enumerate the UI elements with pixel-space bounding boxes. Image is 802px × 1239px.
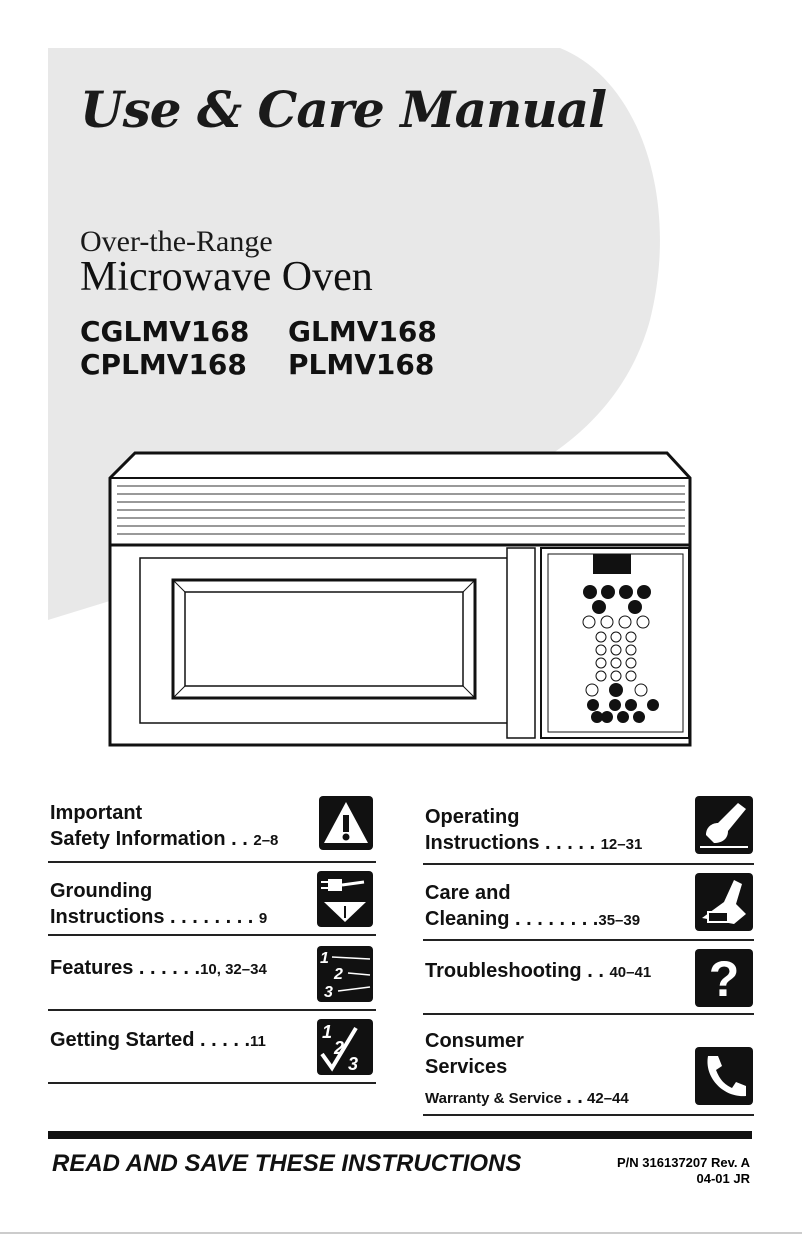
finger-touch-icon [694,795,754,860]
plug-grounding-icon [316,870,374,933]
toc-page-number: 12–31 [600,836,643,853]
toc-page-number: 2–8 [253,832,279,849]
divider [423,939,754,941]
product-name: Microwave Oven [80,254,373,300]
svg-text:3: 3 [348,1054,358,1074]
toc-entry-consumer-services[interactable]: Consumer Services Warranty & Service . .… [425,1028,695,1110]
divider [48,934,376,936]
divider [48,1009,376,1011]
toc-dots: . . . . . . . . [164,906,254,928]
toc-entry-operating[interactable]: Operating Instructions . . . . . 12–31 [425,804,695,858]
model-number: PLMV168 [288,348,435,381]
toc-entry-label: Troubleshooting [425,960,582,982]
save-instructions-notice: READ AND SAVE THESE INSTRUCTIONS [52,1150,522,1177]
toc-entry-label: Cleaning [425,908,510,930]
toc-entry-grounding[interactable]: Grounding Instructions . . . . . . . . 9 [50,878,310,932]
toc-page-number: 9 [258,910,268,927]
model-number: GLMV168 [288,315,437,348]
toc-page-number: 35–39 [598,912,641,929]
toc-page-number: 10, 32–34 [200,961,267,978]
toc-entry-features[interactable]: Features . . . . . .10, 32–34 [50,955,320,983]
telephone-icon [694,1046,754,1111]
divider [423,863,754,865]
toc-dots: . . [225,828,248,850]
question-icon: ? [694,948,754,1013]
toc-entry-label: Features [50,957,134,979]
svg-text:3: 3 [324,984,333,1001]
cleaning-hand-icon [694,872,754,937]
svg-text:1: 1 [320,950,329,967]
toc-dots: . . [566,1086,583,1108]
toc-dots: . . . . . [194,1029,251,1051]
toc-entry-care-cleaning[interactable]: Care and Cleaning . . . . . . . .35–39 [425,880,695,934]
toc-entry-label: Instructions [425,832,540,854]
toc-entry-label: Instructions [50,906,165,928]
toc-entry-label: Services [425,1056,508,1078]
toc-dots: . . [587,960,604,982]
model-number: CPLMV168 [80,348,247,381]
manual-title: Use & Care Manual [80,80,607,139]
toc-entry-line1: Care and [425,882,511,904]
toc-entry-sublabel: Warranty & Service [425,1090,563,1107]
model-number: CGLMV168 [80,315,250,348]
divider [423,1114,754,1116]
divider [48,861,376,863]
divider [423,1013,754,1015]
part-number: P/N 316137207 Rev. A [617,1155,750,1170]
svg-text:2: 2 [333,1038,344,1058]
date-code: 04-01 JR [696,1171,750,1186]
toc-entry-label: Getting Started [50,1029,195,1051]
svg-text:1: 1 [322,1022,332,1042]
toc-page-number: 40–41 [609,964,652,981]
footer-bar [48,1131,752,1139]
toc-entry-getting-started[interactable]: Getting Started . . . . .11 [50,1027,320,1055]
microwave-illustration [105,450,695,755]
page-edge [0,1232,802,1234]
svg-text:?: ? [709,951,740,1007]
toc-page-number: 42–44 [587,1090,629,1107]
product-subtitle: Over-the-Range [80,225,273,258]
toc-dots: . . . . . . [133,957,201,979]
divider [48,1082,376,1084]
toc-entry-line1: Grounding [50,880,153,902]
toc-entry-safety[interactable]: Important Safety Information . . 2–8 [50,800,310,854]
toc-dots: . . . . . [545,832,596,854]
svg-text:2: 2 [333,966,343,983]
toc-page-number: 11 [250,1033,266,1050]
warning-icon [318,795,374,856]
toc-entry-line1: Operating [425,806,520,828]
toc-entry-label: Safety Information [50,828,226,850]
toc-dots: . . . . . . . . [515,908,599,930]
toc-entry-line1: Consumer [425,1030,524,1052]
toc-entry-troubleshooting[interactable]: Troubleshooting . . 40–41 [425,958,695,986]
part-number-block: P/N 316137207 Rev. A 04-01 JR [617,1155,750,1187]
toc-entry-line1: Important [50,802,143,824]
